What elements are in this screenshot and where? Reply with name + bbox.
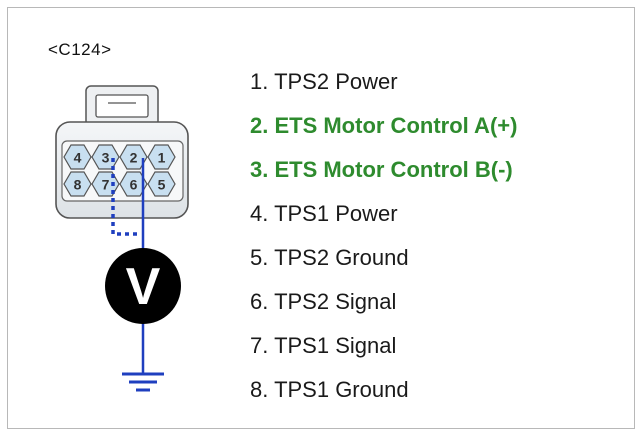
pin-description-3: 3. ETS Motor Control B(-): [250, 157, 513, 182]
probe-lead-dotted: [111, 158, 141, 236]
voltmeter-icon: V: [105, 248, 181, 324]
pin-description-2: 2. ETS Motor Control A(+): [250, 113, 518, 138]
pin-1-label: 1: [158, 150, 166, 166]
pin-description-1: 1. TPS2 Power: [250, 69, 398, 94]
pin-2: 2: [119, 144, 148, 170]
ground-icon: [122, 372, 164, 392]
pin-description-list: 1. TPS2 Power 2. ETS Motor Control A(+) …: [250, 64, 517, 416]
connector-id-label: <C124>: [48, 40, 112, 59]
connector-lock-tab: [85, 85, 159, 127]
pin-4-label: 4: [74, 150, 82, 166]
pin-6-label: 6: [130, 177, 138, 193]
pin-7-label: 7: [102, 177, 110, 193]
pin-8-label: 8: [74, 177, 82, 193]
pin-description-7: 7. TPS1 Signal: [250, 333, 397, 358]
pin-description-5: 5. TPS2 Ground: [250, 245, 409, 270]
pin-6: 6: [119, 171, 148, 197]
pin-5: 5: [147, 171, 176, 197]
pin-description-8: 8. TPS1 Ground: [250, 377, 409, 402]
voltmeter-label: V: [126, 258, 161, 316]
pin-1: 1: [147, 144, 176, 170]
pin-8: 8: [63, 171, 92, 197]
pin-description-6: 6. TPS2 Signal: [250, 289, 397, 314]
pin-3-label: 3: [102, 150, 110, 166]
pin-description-4: 4. TPS1 Power: [250, 201, 398, 226]
pin-5-label: 5: [158, 177, 166, 193]
pin-4: 4: [63, 144, 92, 170]
pin-2-label: 2: [130, 150, 138, 166]
